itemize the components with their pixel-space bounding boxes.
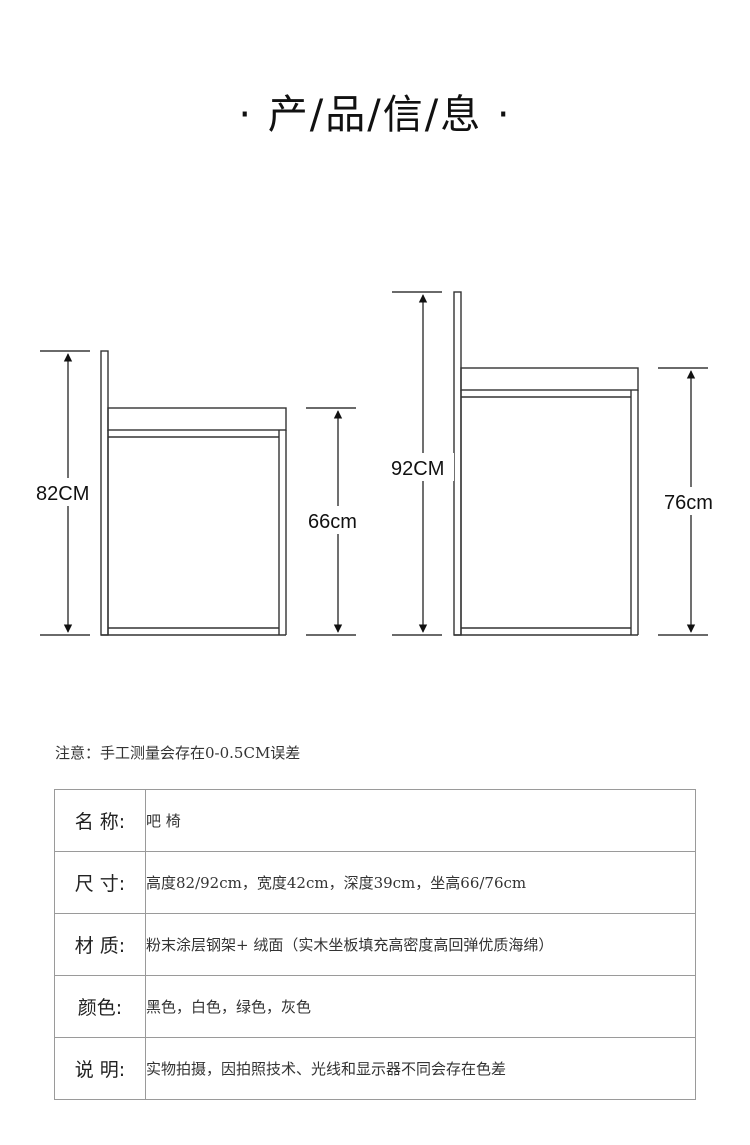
row-key: 名 称: — [54, 789, 146, 852]
row-value: 粉末涂层钢架+ 绒面（实木坐板填充高密度高回弹优质海绵） — [145, 913, 696, 976]
chair-2-seat-height-label: 76cm — [664, 492, 713, 514]
chair-1-seat-height-label: 66cm — [308, 511, 357, 533]
row-key: 颜色: — [54, 975, 146, 1038]
table-row-color: 颜色: 黑色，白色，绿色，灰色 — [54, 975, 696, 1038]
table-row-name: 名 称: 吧 椅 — [54, 789, 696, 852]
row-value: 吧 椅 — [145, 789, 696, 852]
table-row-description: 说 明: 实物拍摄，因拍照技术、光线和显示器不同会存在色差 — [54, 1037, 696, 1100]
table-row-size: 尺 寸: 高度82/92cm，宽度42cm，深度39cm，坐高66/76cm — [54, 851, 696, 914]
row-key: 说 明: — [54, 1037, 146, 1100]
row-value: 高度82/92cm，宽度42cm，深度39cm，坐高66/76cm — [145, 851, 696, 914]
chair-dimension-diagram: 82CM 66cm 92CM 76cm — [36, 291, 713, 636]
chair-2-drawing — [453, 291, 639, 636]
chair-1-total-height-label: 82CM — [36, 483, 89, 505]
measurement-note: 注意：手工测量会存在0-0.5CM误差 — [55, 744, 301, 762]
row-key: 材 质: — [54, 913, 146, 976]
page-title: · 产/品/信/息 · — [238, 92, 512, 138]
product-info-table: 名 称: 吧 椅 尺 寸: 高度82/92cm，宽度42cm，深度39cm，坐高… — [54, 789, 696, 1100]
row-value: 黑色，白色，绿色，灰色 — [145, 975, 696, 1038]
table-row-material: 材 质: 粉末涂层钢架+ 绒面（实木坐板填充高密度高回弹优质海绵） — [54, 913, 696, 976]
chair-1-drawing — [100, 350, 287, 636]
row-key: 尺 寸: — [54, 851, 146, 914]
row-value: 实物拍摄，因拍照技术、光线和显示器不同会存在色差 — [145, 1037, 696, 1100]
chair-2-total-height-label: 92CM — [391, 458, 444, 480]
